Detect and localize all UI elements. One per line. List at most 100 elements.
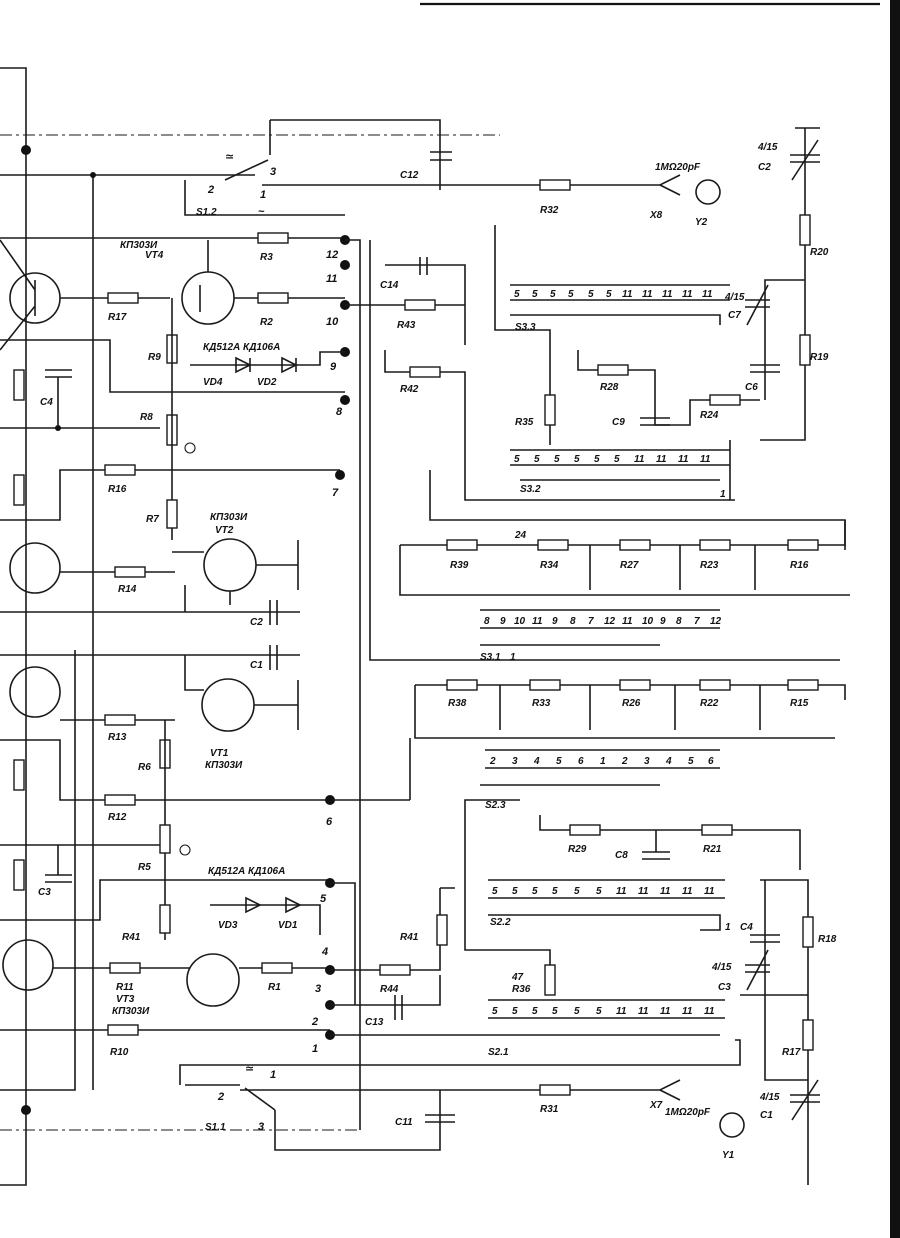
- svg-text:11: 11: [638, 886, 649, 897]
- svg-text:5: 5: [512, 1006, 518, 1017]
- svg-text:S2.1: S2.1: [488, 1047, 509, 1058]
- label-R3: R3: [260, 252, 273, 263]
- svg-text:5: 5: [568, 289, 574, 300]
- svg-text:11: 11: [704, 1006, 715, 1017]
- label-node-5: 5: [320, 893, 327, 905]
- label-node-10: 10: [326, 316, 339, 328]
- wire: [0, 879, 330, 921]
- svg-text:11: 11: [662, 289, 673, 300]
- resistor-R17-lower: [802, 1019, 814, 1051]
- label-ac-symbol: ~: [258, 206, 265, 218]
- label-diode-type-lower: КД512А КД106А: [208, 866, 285, 877]
- label-R28: R28: [600, 382, 619, 393]
- resistor-R3: [257, 232, 289, 244]
- wire: [764, 880, 808, 1081]
- svg-text:7: 7: [588, 616, 594, 627]
- wire: [0, 469, 340, 521]
- svg-text:11: 11: [700, 454, 711, 465]
- resistor-R26: [619, 679, 651, 691]
- resistor-R12: [104, 794, 136, 806]
- label-VT4: VT4: [145, 250, 164, 261]
- svg-text:9: 9: [660, 616, 666, 627]
- resistor-R7: [166, 499, 178, 529]
- capacitor-C11: [425, 1114, 455, 1123]
- switch-S3.3: S3.3 5 5 5 5 5 5 11 11 11 11 11: [510, 284, 730, 333]
- label-VD1: VD1: [278, 920, 298, 931]
- svg-text:1: 1: [725, 922, 731, 933]
- label-R16-upper: R16: [108, 484, 127, 495]
- label-R34: R34: [540, 560, 559, 571]
- label-R36: R36: [512, 984, 531, 995]
- junction-dot: [21, 1105, 31, 1115]
- resistor-R18: [802, 916, 814, 948]
- resistor-R1: [261, 962, 293, 974]
- svg-text:5: 5: [596, 1006, 602, 1017]
- label-R12: R12: [108, 812, 127, 823]
- label-R19: R19: [810, 352, 829, 363]
- label-R5: R5: [138, 862, 151, 873]
- resistor-R34: [537, 539, 569, 551]
- label-VD4: VD4: [203, 377, 223, 388]
- wire: [729, 440, 735, 501]
- svg-text:5: 5: [554, 454, 560, 465]
- label-dc-symbol: ≃: [225, 151, 234, 163]
- svg-text:S3.1: S3.1: [480, 652, 501, 663]
- label-R29: R29: [568, 844, 587, 855]
- svg-text:7: 7: [694, 616, 700, 627]
- label-R1: R1: [268, 982, 281, 993]
- svg-text:11: 11: [532, 616, 543, 627]
- svg-text:11: 11: [622, 616, 633, 627]
- pot-symbol: [184, 442, 196, 454]
- svg-text:11: 11: [616, 1006, 627, 1017]
- wire: [184, 655, 299, 730]
- label-R42: R42: [400, 384, 419, 395]
- label-R23: R23: [700, 560, 719, 571]
- label-R22: R22: [700, 698, 719, 709]
- label-S1.2: S1.2: [196, 207, 217, 218]
- wire: [429, 470, 846, 550]
- capacitor-C4: [45, 369, 72, 428]
- resistor-R41-right: [436, 914, 448, 946]
- resistor-R39: [446, 539, 478, 551]
- capacitor-C14: [419, 257, 428, 275]
- resistor-R23: [699, 539, 731, 551]
- svg-text:3: 3: [512, 756, 518, 767]
- svg-text:11: 11: [660, 886, 671, 897]
- label-R9: R9: [148, 352, 161, 363]
- left-bus: [0, 67, 27, 1186]
- capacitor-C12: [430, 151, 452, 161]
- pot-symbol-2: [179, 844, 191, 856]
- resistor-R24: [709, 394, 741, 406]
- label-R8: R8: [140, 412, 153, 423]
- label-node-8: 8: [336, 406, 343, 418]
- svg-text:12: 12: [710, 616, 722, 627]
- svg-text:11: 11: [616, 886, 627, 897]
- resistor-R11: [109, 962, 141, 974]
- svg-text:9: 9: [500, 616, 506, 627]
- wire-spine: [369, 240, 840, 661]
- label-R41: R41: [122, 932, 141, 943]
- label-R14: R14: [118, 584, 137, 595]
- switch-S1.1: [185, 1084, 560, 1151]
- label-C6: C6: [745, 382, 758, 393]
- label-C3: C3: [38, 887, 51, 898]
- label-node-4: 4: [321, 946, 328, 958]
- label-sw-bot-1: 1: [270, 1069, 276, 1081]
- svg-text:5: 5: [574, 1006, 580, 1017]
- resistor-R31: [539, 1084, 571, 1096]
- label-R33: R33: [532, 698, 551, 709]
- resistor-R15: [787, 679, 819, 691]
- label-R26: R26: [622, 698, 641, 709]
- svg-text:1: 1: [720, 489, 726, 500]
- resistor-R14: [114, 566, 146, 578]
- switch-S2.1: 5 5 5 5 5 5 11 11 11 11 11 S2.1: [179, 999, 741, 1085]
- capacitor-C6: [750, 364, 780, 373]
- svg-text:11: 11: [682, 886, 693, 897]
- resistor-R33: [529, 679, 561, 691]
- resistor-R28: [597, 364, 629, 376]
- label-C2-var: C2: [758, 162, 771, 173]
- svg-text:5: 5: [614, 454, 620, 465]
- wire: [764, 279, 805, 400]
- resistor-R44: [379, 964, 411, 976]
- label-C7-frac: 4/15: [724, 292, 745, 303]
